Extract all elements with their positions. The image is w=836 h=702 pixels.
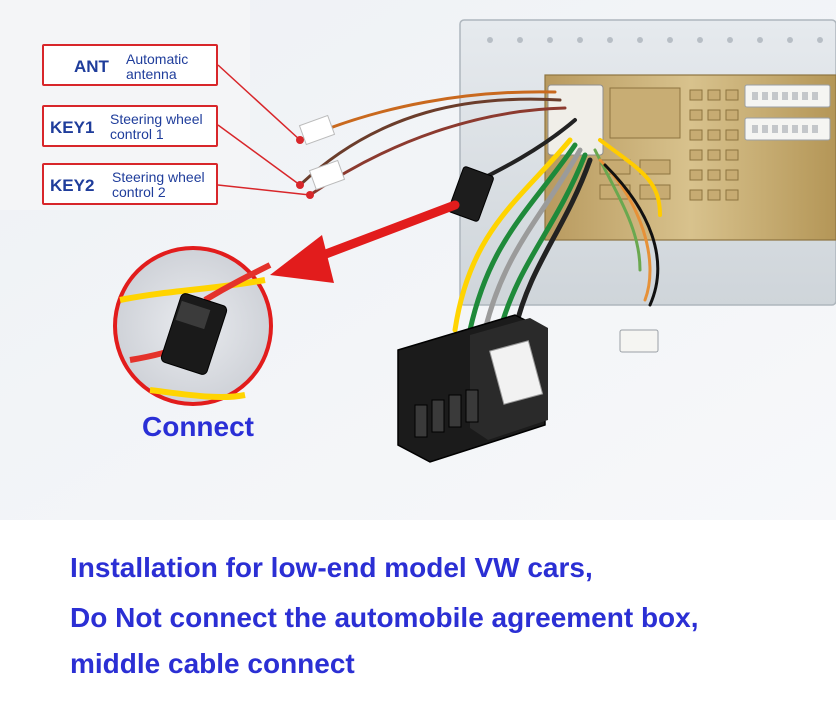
inline-connector xyxy=(448,166,494,222)
label-desc-line2: control 1 xyxy=(110,126,164,142)
connect-label: Connect xyxy=(142,411,254,442)
caption-line-1: Installation for low-end model VW cars, xyxy=(70,552,593,583)
arrow-icon xyxy=(270,200,460,283)
label-key1: KEY1 Steering wheel control 1 xyxy=(42,105,218,147)
label-desc-line1: Steering wheel xyxy=(110,111,203,127)
label-code: KEY2 xyxy=(50,176,95,195)
label-desc-line2: control 2 xyxy=(112,184,166,200)
label-code: KEY1 xyxy=(50,118,95,137)
label-desc-line2: antenna xyxy=(126,66,177,82)
label-key2: KEY2 Steering wheel control 2 xyxy=(42,163,218,205)
label-desc-line1: Steering wheel xyxy=(112,169,205,185)
label-code: ANT xyxy=(74,57,109,76)
label-desc-line1: Automatic xyxy=(126,51,189,67)
iso-connector xyxy=(397,314,548,463)
wiring-harness-photo xyxy=(0,0,836,520)
caption-line-2: Do Not connect the automobile agreement … xyxy=(70,602,699,633)
caption-line-3: middle cable connect xyxy=(70,648,355,679)
label-ant: ANT Automatic antenna xyxy=(42,44,218,86)
label-leader-lines xyxy=(217,64,311,196)
zoom-detail-circle xyxy=(113,246,273,406)
